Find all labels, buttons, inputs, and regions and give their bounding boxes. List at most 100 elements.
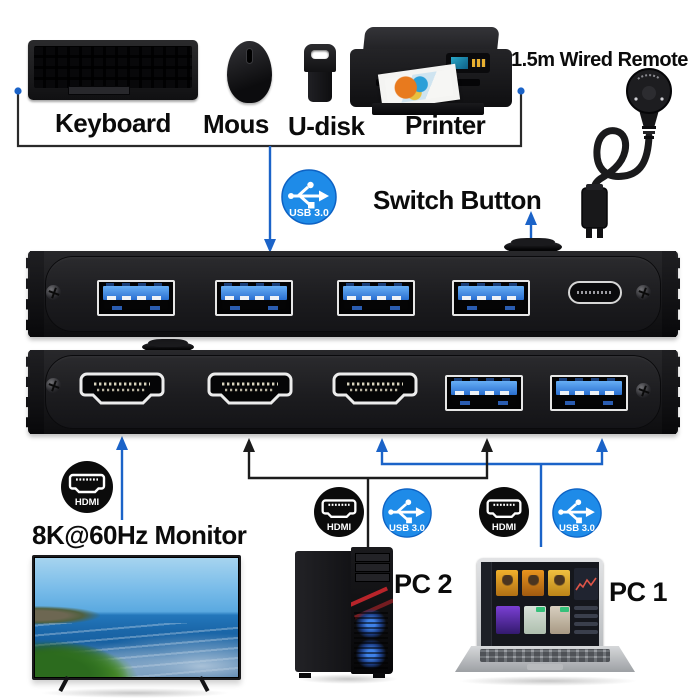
app-card	[496, 570, 518, 596]
hdmi-icon: HDMI	[61, 461, 113, 513]
screw	[46, 285, 61, 300]
switch-button-label: Switch Button	[373, 185, 542, 215]
pc2-foot	[299, 673, 311, 678]
drive-bay	[355, 563, 390, 572]
pc2-tower-image	[295, 547, 393, 678]
hdmi-icon-label: HDMI	[491, 521, 517, 533]
bracket-endpoint-dot	[517, 87, 525, 95]
up-arrowhead	[116, 436, 128, 450]
usb3-icon-label: USB 3.0	[559, 522, 595, 534]
pc1-laptop-image	[455, 556, 635, 680]
switch-knob	[504, 238, 562, 253]
heatsink-ridge	[26, 251, 44, 337]
hdmi-port	[205, 371, 295, 409]
drive-bay	[355, 573, 390, 582]
pc1-keyboard-deck	[455, 646, 635, 672]
app-list	[574, 606, 598, 638]
up-arrowhead	[243, 438, 255, 452]
hdmi-port	[330, 371, 420, 409]
remote-stem	[639, 110, 659, 128]
up-arrowhead	[596, 438, 608, 452]
usb-a-port	[97, 280, 175, 316]
pc1-screen	[477, 558, 603, 650]
printer-control-panel	[446, 53, 490, 73]
pc2-front-panel	[351, 547, 393, 674]
peripherals-bracket-line	[16, 94, 523, 148]
keyboard-spacebar	[68, 86, 130, 95]
app-card	[524, 606, 546, 634]
app-card	[548, 570, 570, 596]
usb-a-port	[452, 280, 530, 316]
usb-c-port	[568, 281, 622, 304]
heatsink-ridge	[26, 350, 44, 434]
hdmi-icon: HDMI	[314, 487, 364, 537]
down-arrowhead	[264, 239, 276, 253]
printer-buttons	[472, 59, 486, 67]
mouse-wheel	[247, 49, 252, 63]
hdmi-icon: HDMI	[479, 487, 529, 537]
pc1-trackpad	[527, 664, 563, 670]
udisk-clip-hole	[311, 50, 329, 59]
case-fan	[354, 639, 388, 669]
app-chart-panel	[574, 568, 598, 600]
usb3-icon-label: USB 3.0	[289, 207, 329, 220]
pc1-keys	[480, 649, 610, 662]
drive-bay	[355, 553, 390, 562]
app-card	[522, 570, 544, 596]
usb3-icon: USB 3.0	[552, 488, 602, 538]
app-card	[550, 606, 570, 634]
switch-knob	[142, 339, 194, 352]
printer-tray	[372, 103, 484, 115]
udisk-body	[308, 72, 332, 102]
heatsink-ridge	[662, 251, 680, 337]
usb-a-port	[550, 375, 628, 411]
printer-label: Printer	[405, 110, 486, 140]
up-arrowhead	[525, 211, 537, 225]
printer-image	[350, 27, 512, 117]
pc2-label: PC 2	[394, 569, 453, 599]
switch-top-panel	[26, 251, 680, 337]
pc2-side-panel	[295, 551, 353, 672]
app-card	[496, 606, 520, 634]
wired-remote-label: 1.5m Wired Remote	[511, 49, 688, 71]
usb-a-port	[445, 375, 523, 411]
case-fan	[354, 609, 388, 639]
app-sidebar	[481, 562, 492, 646]
usb-a-port	[337, 280, 415, 316]
screw	[636, 383, 651, 398]
monitor-screen	[35, 558, 238, 677]
mouse-image	[227, 41, 272, 103]
hdmi-port	[77, 371, 167, 409]
wired-remote-image	[581, 68, 672, 238]
udisk-image	[304, 44, 336, 72]
switch-bottom-panel	[26, 350, 680, 434]
monitor-label: 8K@60Hz Monitor	[32, 520, 247, 550]
udisk-label: U-disk	[288, 111, 365, 141]
usb-a-port	[215, 280, 293, 316]
bracket-endpoint-dot	[14, 87, 22, 95]
usb3-icon-label: USB 3.0	[389, 522, 425, 534]
hdmi-icon-label: HDMI	[326, 521, 352, 533]
usb3-icon: USB 3.0	[281, 169, 337, 225]
remote-cable	[590, 127, 653, 194]
pc1-label: PC 1	[609, 577, 668, 607]
up-arrowhead	[481, 438, 493, 452]
keyboard-label: Keyboard	[55, 108, 171, 138]
pc1-link-line	[380, 450, 604, 466]
usb3-icon: USB 3.0	[382, 488, 432, 538]
screw	[46, 378, 61, 393]
coast-headland	[35, 605, 100, 625]
screw	[636, 285, 651, 300]
pc1-display	[481, 562, 599, 646]
coast-foliage	[35, 629, 153, 677]
hdmi-icon-label: HDMI	[74, 497, 100, 509]
pc2-foot	[373, 673, 385, 678]
up-arrowhead	[376, 438, 388, 452]
mouse-label: Mous	[203, 109, 269, 139]
keyboard-keys	[34, 46, 192, 88]
keyboard-image	[28, 40, 198, 100]
remote-plug	[581, 187, 608, 229]
heatsink-ridge	[662, 350, 680, 434]
